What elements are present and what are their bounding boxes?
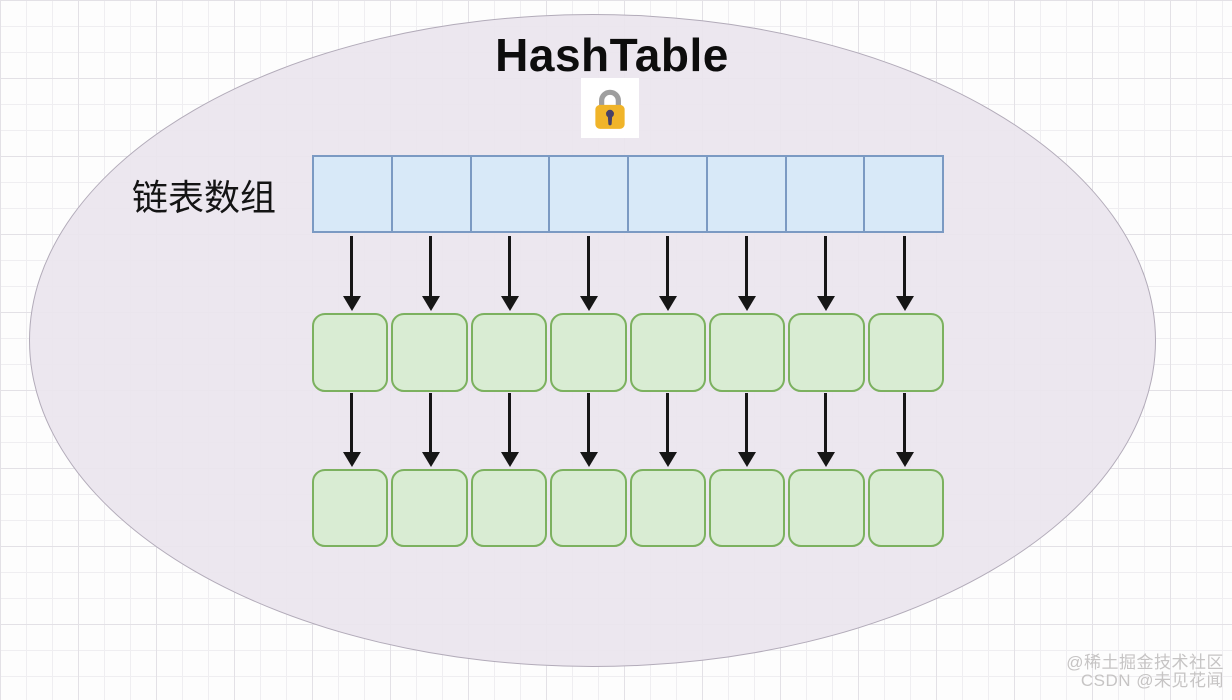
- arrow-shaft: [745, 236, 748, 297]
- down-arrow-icon: [470, 393, 549, 467]
- down-arrow-icon: [628, 236, 707, 311]
- down-arrow-icon: [549, 393, 628, 467]
- arrow-shaft: [508, 393, 511, 453]
- arrow-shaft: [429, 236, 432, 297]
- down-arrow-icon: [391, 236, 470, 311]
- arrow-row-2: [312, 393, 944, 467]
- down-arrow-icon: [391, 393, 470, 467]
- down-arrow-icon: [312, 236, 391, 311]
- arrow-shaft: [429, 393, 432, 453]
- bucket-cell: [865, 157, 942, 231]
- down-arrow-icon: [707, 393, 786, 467]
- node-row-1: [312, 313, 944, 392]
- arrow-head: [421, 452, 440, 467]
- arrow-shaft: [666, 236, 669, 297]
- list-node: [470, 313, 548, 392]
- lock-icon-glyph: [595, 89, 625, 129]
- list-node: [788, 313, 865, 392]
- list-node: [629, 469, 706, 547]
- arrow-row-1: [312, 236, 944, 311]
- arrow-head: [737, 296, 756, 311]
- list-node: [867, 313, 944, 392]
- arrow-shaft: [666, 393, 669, 453]
- down-arrow-icon: [865, 236, 944, 311]
- bucket-cell: [629, 157, 708, 231]
- bucket-cell: [393, 157, 472, 231]
- list-node: [550, 313, 627, 392]
- watermark-line-1: @稀土掘金技术社区: [1066, 653, 1224, 672]
- down-arrow-icon: [312, 393, 391, 467]
- arrow-head: [342, 296, 361, 311]
- arrow-shaft: [350, 236, 353, 297]
- bucket-cell: [550, 157, 629, 231]
- list-node: [550, 469, 627, 547]
- down-arrow-icon: [470, 236, 549, 311]
- down-arrow-icon: [786, 393, 865, 467]
- arrow-head: [421, 296, 440, 311]
- arrow-head: [737, 452, 756, 467]
- list-node: [312, 313, 389, 392]
- watermark: @稀土掘金技术社区 CSDN @未见花闻: [1066, 654, 1224, 690]
- arrow-head: [579, 452, 598, 467]
- diagram-title: HashTable: [495, 29, 729, 81]
- arrow-shaft: [350, 393, 353, 453]
- arrow-shaft: [824, 236, 827, 297]
- bucket-cell: [787, 157, 866, 231]
- arrow-shaft: [508, 236, 511, 297]
- arrow-shaft: [587, 236, 590, 297]
- arrow-head: [895, 452, 914, 467]
- arrow-shaft: [824, 393, 827, 453]
- list-node: [788, 469, 865, 547]
- arrow-shaft: [587, 393, 590, 453]
- arrow-head: [579, 296, 598, 311]
- arrow-head: [816, 452, 835, 467]
- list-node: [867, 469, 944, 547]
- bucket-array: [312, 155, 944, 233]
- arrow-head: [500, 296, 519, 311]
- down-arrow-icon: [786, 236, 865, 311]
- down-arrow-icon: [628, 393, 707, 467]
- arrow-shaft: [903, 236, 906, 297]
- arrow-shaft: [745, 393, 748, 453]
- list-node: [312, 469, 389, 547]
- list-node: [708, 469, 786, 547]
- list-node: [391, 469, 468, 547]
- bucket-cell: [314, 157, 393, 231]
- arrow-head: [816, 296, 835, 311]
- list-node: [708, 313, 786, 392]
- arrow-head: [342, 452, 361, 467]
- down-arrow-icon: [707, 236, 786, 311]
- arrow-head: [895, 296, 914, 311]
- down-arrow-icon: [549, 236, 628, 311]
- bucket-cell: [708, 157, 787, 231]
- list-node: [470, 469, 548, 547]
- bucket-cell: [472, 157, 551, 231]
- list-node: [629, 313, 706, 392]
- arrow-head: [500, 452, 519, 467]
- arrow-head: [658, 296, 677, 311]
- lock-icon: [581, 78, 639, 138]
- down-arrow-icon: [865, 393, 944, 467]
- list-node: [391, 313, 468, 392]
- arrow-head: [658, 452, 677, 467]
- watermark-line-2: CSDN @未见花闻: [1080, 671, 1224, 690]
- node-row-2: [312, 469, 944, 547]
- arrow-shaft: [903, 393, 906, 453]
- array-label: 链表数组: [132, 177, 277, 218]
